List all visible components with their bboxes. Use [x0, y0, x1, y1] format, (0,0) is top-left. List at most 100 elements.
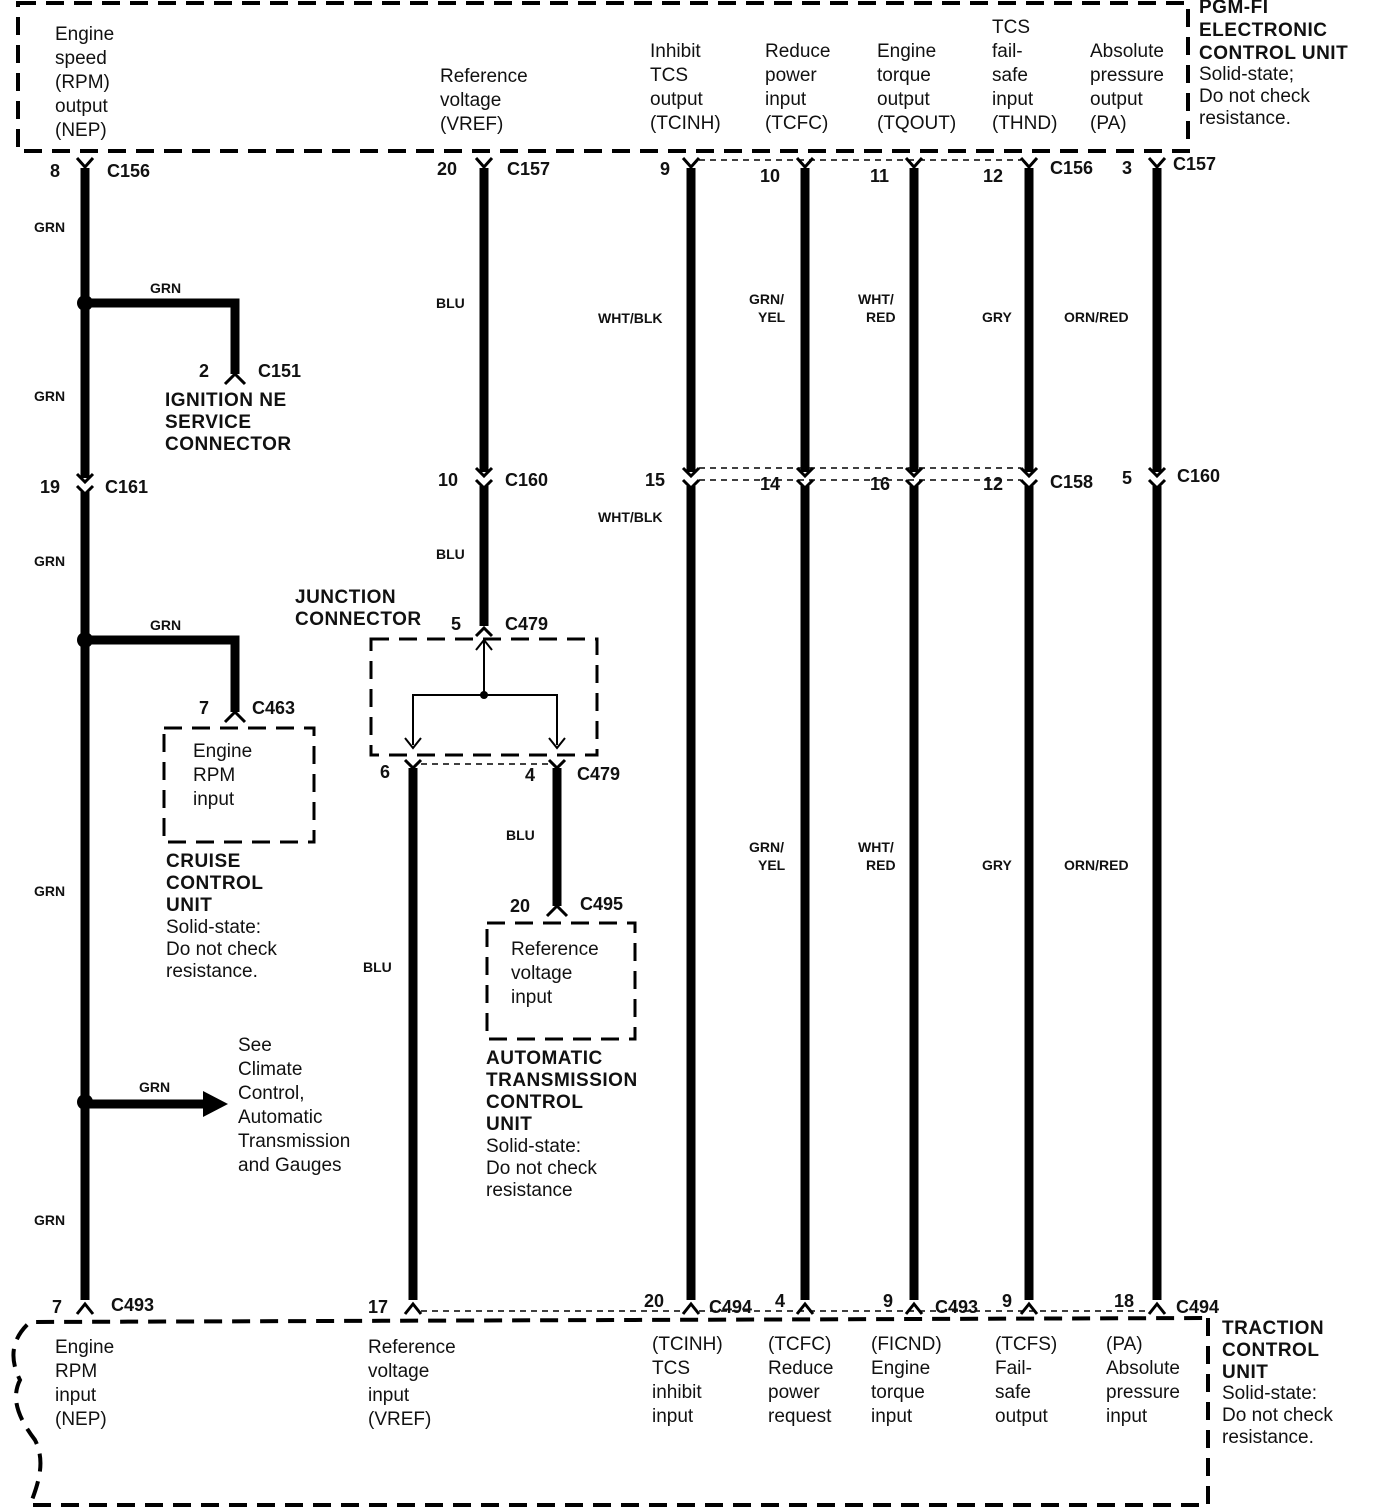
tcu-pin-pa-label: (PA) Absolute pressure input	[1106, 1334, 1180, 1427]
diagram-label: 8	[50, 161, 60, 181]
wire-color-labels-pa: ORN/RED ORN/RED	[1064, 309, 1129, 873]
bottom-connector-ticks	[75, 1301, 1167, 1315]
diagram-label: (VREF)	[440, 114, 503, 135]
diagram-label: Solid-state;	[1199, 64, 1294, 85]
diagram-label: C493	[935, 1297, 978, 1317]
ecu-pin-nep-label: Engine speed (RPM) output (NEP)	[55, 24, 114, 141]
atcu-box: Reference voltage input	[485, 921, 637, 1041]
ecu-pin-tcfc-label: Reduce power input (TCFC)	[765, 41, 831, 134]
diagram-label: GRN/	[749, 839, 784, 855]
diagram-label: Engine	[55, 1337, 114, 1358]
diagram-label: 4	[525, 765, 535, 785]
diagram-label: UNIT	[486, 1114, 532, 1135]
diagram-label: input	[1106, 1406, 1148, 1427]
diagram-label: Reduce	[768, 1358, 834, 1379]
ecu-pin-pa-label: Absolute pressure output (PA)	[1090, 41, 1164, 134]
diagram-label: safe	[992, 65, 1028, 86]
diagram-label: GRN	[139, 1079, 170, 1095]
diagram-label: output	[1090, 89, 1144, 110]
diagram-label: C160	[1177, 466, 1220, 486]
diagram-label: BLU	[436, 546, 465, 562]
diagram-label: RED	[866, 309, 896, 325]
diagram-label: 5	[451, 614, 461, 634]
diagram-label: C463	[252, 698, 295, 718]
wire-color-labels-tcinh: WHT/BLK WHT/BLK	[598, 310, 663, 525]
ecu-pin-thnd-label: TCS fail- safe input (THND)	[992, 17, 1057, 134]
diagram-label: power	[765, 65, 817, 86]
diagram-label: GRN	[34, 388, 65, 404]
diagram-label: (TCFC)	[765, 113, 828, 134]
diagram-label: Do not check	[1199, 86, 1310, 107]
diagram-label: (PA)	[1090, 113, 1127, 134]
diagram-label: 14	[760, 474, 780, 494]
diagram-label: RED	[866, 857, 896, 873]
diagram-label: Solid-state:	[1222, 1383, 1317, 1404]
diagram-label: Engine	[871, 1358, 930, 1379]
diagram-label: Solid-state:	[486, 1136, 581, 1157]
diagram-label: safe	[995, 1382, 1031, 1403]
diagram-label: (TCFC)	[768, 1334, 831, 1355]
diagram-label: C479	[505, 614, 548, 634]
diagram-label: input	[511, 987, 553, 1008]
diagram-label: output	[995, 1406, 1049, 1427]
diagram-label: GRY	[982, 309, 1012, 325]
diagram-label: GRN	[150, 280, 181, 296]
diagram-label: ELECTRONIC	[1199, 20, 1328, 41]
diagram-label: Automatic	[238, 1107, 322, 1128]
diagram-label: See	[238, 1035, 272, 1056]
diagram-label: WHT/	[858, 839, 894, 855]
diagram-label: Control,	[238, 1083, 305, 1104]
diagram-label: speed	[55, 48, 107, 69]
atcu-title: AUTOMATIC TRANSMISSION CONTROL UNIT Soli…	[486, 1048, 638, 1201]
diagram-label: Reference	[368, 1337, 456, 1358]
diagram-label: power	[768, 1382, 820, 1403]
diagram-label: 4	[775, 1291, 785, 1311]
diagram-label: resistance	[486, 1180, 573, 1201]
branch-cruise	[77, 632, 240, 712]
c463-terminal	[223, 709, 247, 724]
diagram-label: 7	[52, 1297, 62, 1317]
branch-arrow-see-other	[77, 1091, 228, 1117]
diagram-label: Climate	[238, 1059, 302, 1080]
diagram-label: CONTROL	[486, 1092, 583, 1113]
diagram-label: BLU	[436, 295, 465, 311]
diagram-label: 20	[510, 896, 530, 916]
wire-color-labels-vref: BLU BLU BLU BLU	[363, 295, 535, 975]
diagram-label: RPM	[55, 1361, 97, 1382]
c495-terminal	[545, 903, 569, 918]
diagram-label: TRANSMISSION	[486, 1070, 638, 1091]
diagram-label: 16	[870, 474, 890, 494]
diagram-label: Do not check	[1222, 1405, 1333, 1426]
diagram-label: BLU	[506, 827, 535, 843]
diagram-label: YEL	[758, 309, 786, 325]
diagram-label: CONTROL	[1222, 1340, 1319, 1361]
diagram-label: Absolute	[1090, 41, 1164, 62]
diagram-label: ORN/RED	[1064, 309, 1129, 325]
ignition-ne-service-connector-label: IGNITION NE SERVICE CONNECTOR	[165, 390, 291, 455]
pgmfi-ecu-box	[16, 1, 1190, 153]
junction-connector-label: JUNCTION CONNECTOR	[295, 587, 421, 630]
tcu-pin-nep-label: Engine RPM input (NEP)	[55, 1337, 114, 1430]
diagram-label: torque	[877, 65, 931, 86]
diagram-label: WHT/BLK	[598, 310, 663, 326]
diagram-label: 17	[368, 1297, 388, 1317]
diagram-label: C156	[107, 161, 150, 181]
c151-terminal	[223, 371, 247, 386]
tcu-title: TRACTION CONTROL UNIT	[1222, 1318, 1324, 1383]
diagram-label: request	[768, 1406, 832, 1427]
mid-connector-ticks	[75, 466, 1167, 497]
diagram-label: C151	[258, 361, 301, 381]
wire-color-labels-thnd: GRY GRY	[982, 309, 1012, 873]
diagram-label: AUTOMATIC	[486, 1048, 603, 1069]
diagram-label: GRN	[150, 617, 181, 633]
tcu-pin-ficnd-label: (FICND) Engine torque input	[871, 1334, 942, 1427]
bottom-pin-labels: 7 C493 17 20 C494 4 9 C493 9 18 C494	[52, 1291, 1219, 1317]
diagram-label: GRN	[34, 1212, 65, 1228]
tcu-pin-tcfc-label: (TCFC) Reduce power request	[768, 1334, 834, 1427]
diagram-label: 12	[983, 166, 1003, 186]
diagram-label: C157	[1173, 154, 1216, 174]
diagram-label: 3	[1122, 158, 1132, 178]
diagram-label: 10	[438, 470, 458, 490]
diagram-label: fail-	[992, 41, 1023, 62]
diagram-label: TRACTION	[1222, 1318, 1324, 1339]
